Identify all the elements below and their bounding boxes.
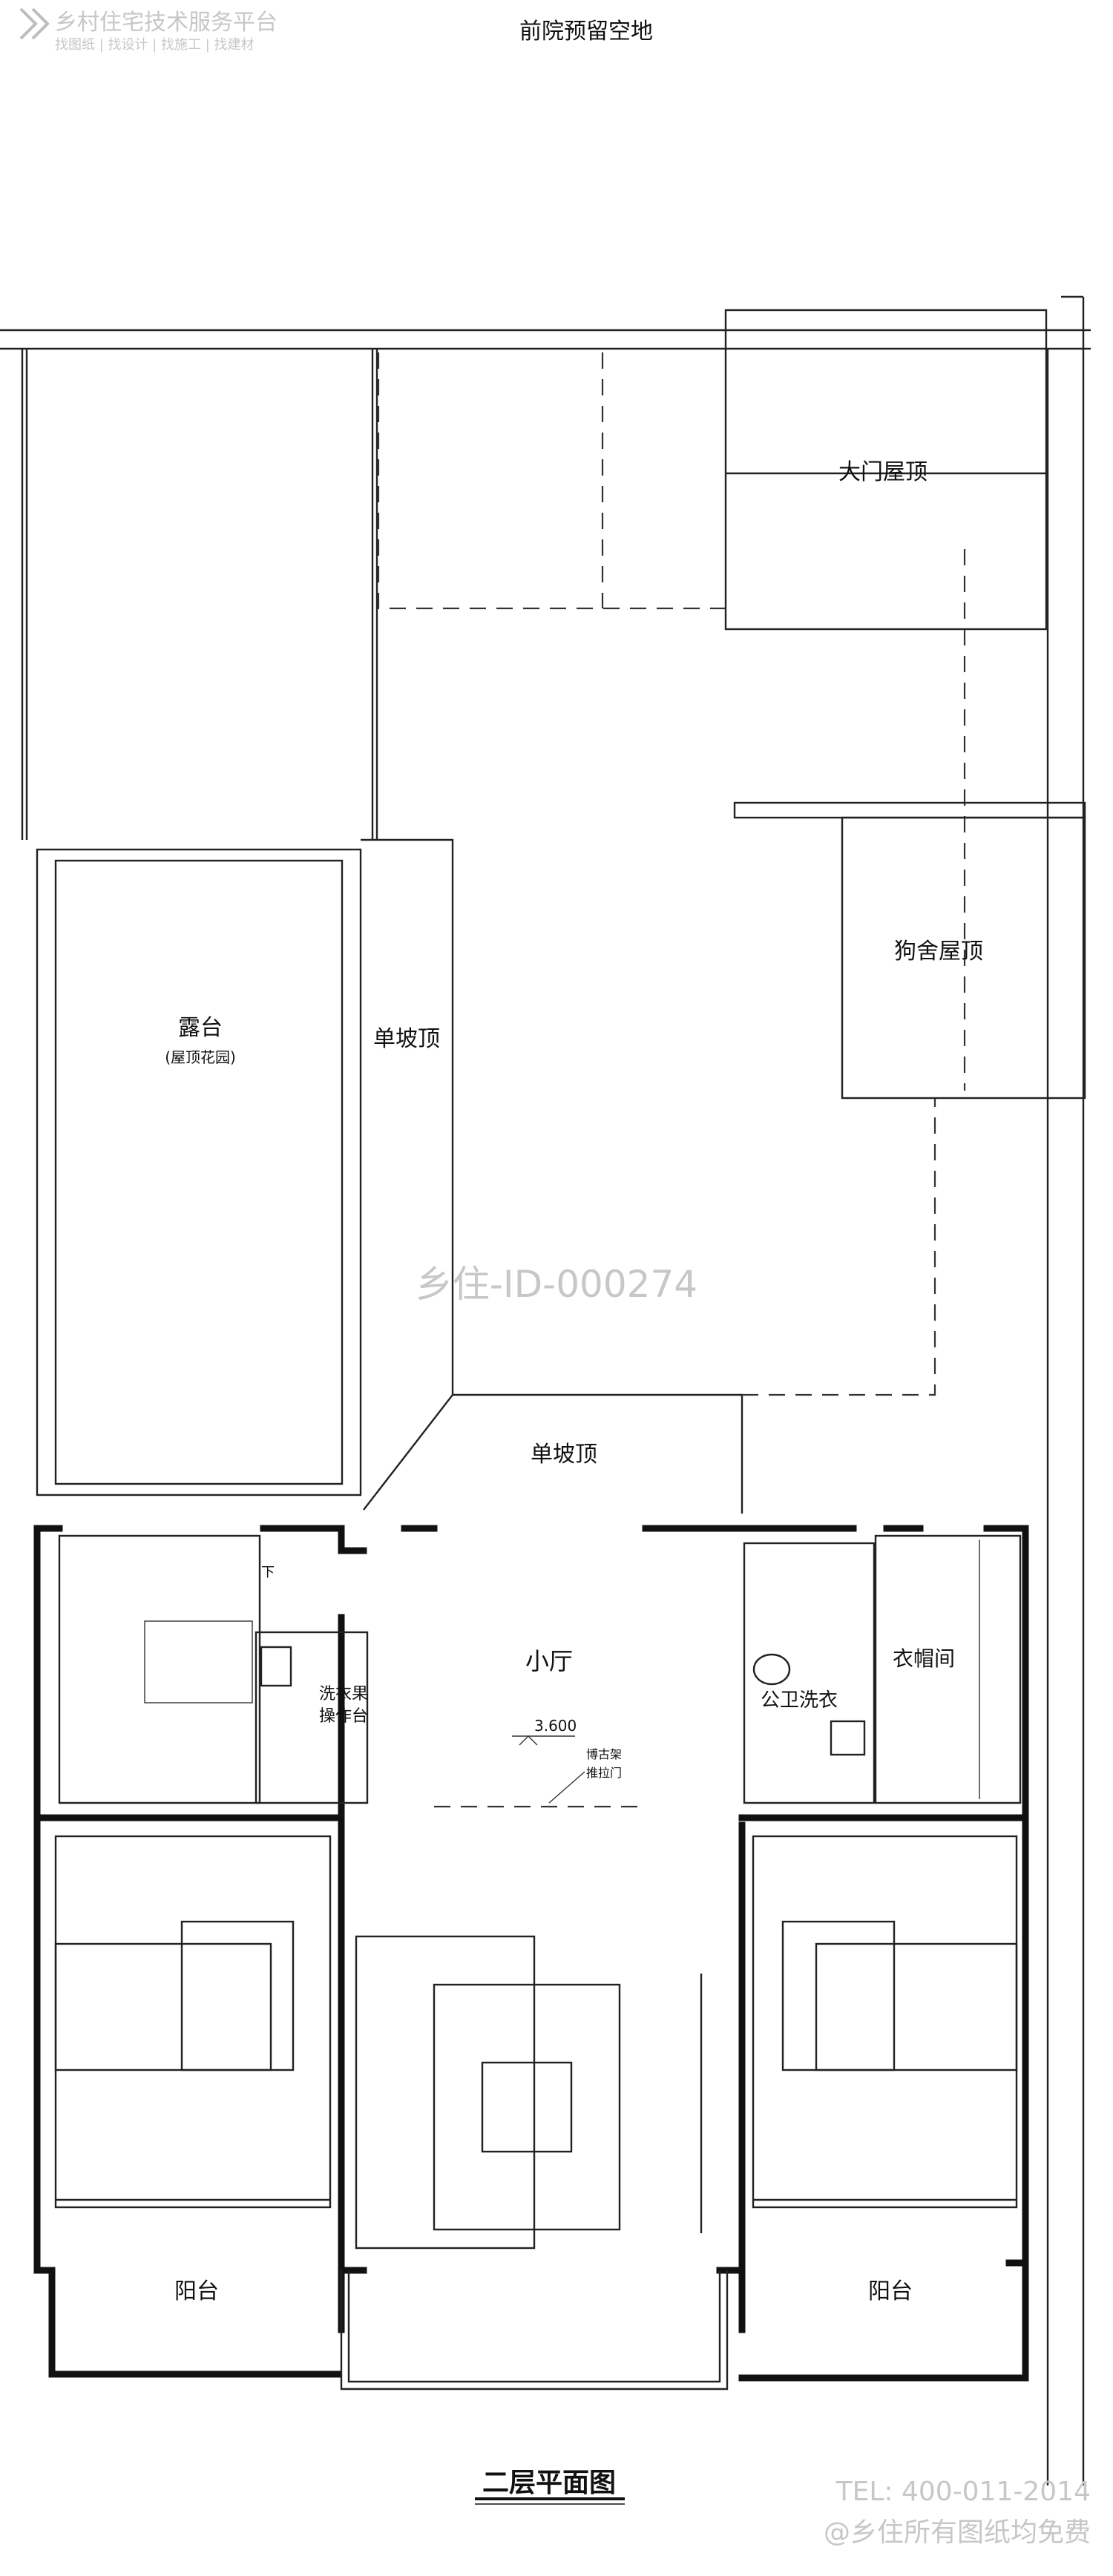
coffee-table bbox=[481, 2061, 573, 2153]
plan-title: 二层平面图 bbox=[482, 2468, 616, 2498]
front-yard-label: 前院预留空地 bbox=[519, 19, 653, 45]
lounge: 小厅 3.600 博古架 推拉门 bbox=[434, 1647, 646, 1808]
balcony-left-label: 阳台 bbox=[174, 2278, 219, 2304]
shed-roof-label-2: 单坡顶 bbox=[531, 1442, 597, 1468]
sink-icon bbox=[260, 1646, 292, 1687]
stair-well bbox=[144, 1620, 253, 1703]
doghouse-roof: 狗舍屋顶 bbox=[733, 801, 1086, 1100]
logo-tags: 找图纸 | 找设计 | 找施工 | 找建材 bbox=[55, 37, 255, 53]
pergola bbox=[21, 349, 378, 840]
terrace: 露台 (屋顶花园) bbox=[36, 848, 362, 1496]
door-note-2: 推拉门 bbox=[586, 1766, 622, 1780]
gate-roof: 大门屋顶 bbox=[724, 309, 1048, 631]
sofa-left bbox=[355, 1935, 536, 2250]
terrace-sublabel: (屋顶花园) bbox=[165, 1048, 236, 1066]
logo-name: 乡村住宅技术服务平台 bbox=[55, 10, 278, 36]
public-bath-label: 公卫洗衣 bbox=[761, 1689, 838, 1712]
laundry-label: 洗衣果 bbox=[319, 1685, 368, 1703]
laundry-label-2: 操作台 bbox=[319, 1707, 368, 1726]
stair-down-label: 下 bbox=[261, 1565, 275, 1580]
washbasin-icon bbox=[830, 1720, 866, 1756]
front-bay bbox=[340, 2270, 729, 2391]
free-watermark: @乡住所有图纸均免费 bbox=[824, 2517, 1091, 2548]
bed-frame-left bbox=[180, 1920, 295, 2071]
right-bedroom bbox=[752, 1835, 1018, 2209]
laundry-area: 洗衣果 操作台 bbox=[255, 1631, 369, 1804]
bed-right bbox=[815, 1942, 1018, 2071]
balconies: 阳台 阳台 bbox=[56, 2198, 1017, 2304]
bed-left bbox=[54, 1942, 272, 2071]
dashed-outlines bbox=[377, 352, 966, 1396]
platform-logo: 乡村住宅技术服务平台 找图纸 | 找设计 | 找施工 | 找建材 bbox=[19, 7, 278, 53]
closet-label: 衣帽间 bbox=[893, 1646, 955, 1671]
public-bathroom: 公卫洗衣 bbox=[743, 1542, 876, 1804]
tel-watermark: TEL: 400-011-2014 bbox=[835, 2477, 1091, 2507]
rug bbox=[433, 1983, 621, 2231]
bed-frame-right bbox=[781, 1920, 896, 2071]
shed-roof-label-1: 单坡顶 bbox=[373, 1026, 440, 1052]
exterior-walls bbox=[33, 1525, 1029, 2382]
left-bedroom bbox=[54, 1835, 332, 2209]
logo-icon bbox=[19, 7, 50, 40]
living-area bbox=[355, 1935, 703, 2250]
door-note-1: 博古架 bbox=[586, 1747, 622, 1761]
staircase: 下 bbox=[58, 1534, 275, 1804]
lounge-label: 小厅 bbox=[525, 1647, 573, 1675]
footer: 二层平面图 TEL: 400-011-2014 @乡住所有图纸均免费 bbox=[475, 2468, 1091, 2548]
terrace-label: 露台 bbox=[178, 1015, 223, 1041]
doghouse-roof-label: 狗舍屋顶 bbox=[894, 939, 983, 965]
elevation-mark: 3.600 bbox=[534, 1717, 577, 1735]
watermark: 乡住-ID-000274 bbox=[416, 1263, 697, 1306]
site-outline bbox=[0, 295, 1091, 2485]
toilet-icon bbox=[752, 1653, 791, 1686]
gate-roof-label: 大门屋顶 bbox=[838, 459, 928, 485]
balcony-right-label: 阳台 bbox=[868, 2278, 913, 2304]
walk-in-closet: 衣帽间 bbox=[874, 1534, 1022, 1804]
shed-roof-strip: 单坡顶 单坡顶 bbox=[361, 838, 743, 1514]
